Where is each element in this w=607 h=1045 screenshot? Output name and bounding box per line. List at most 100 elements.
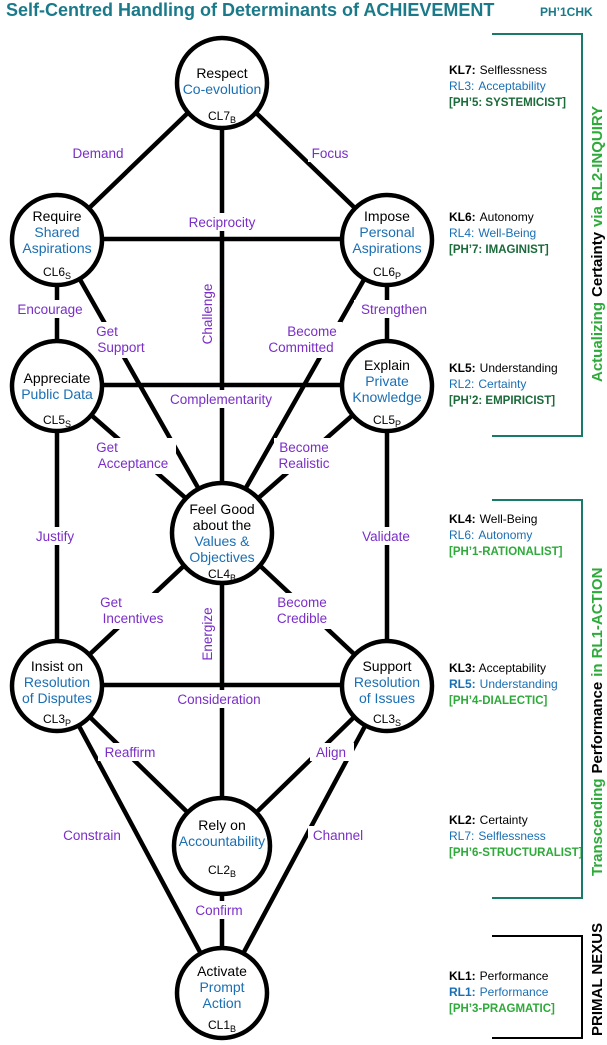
edge-label-justify: Justify bbox=[36, 529, 75, 544]
node-cl5p-line1: Explain bbox=[364, 357, 410, 373]
level-kl3-rl: RL5:Understanding bbox=[449, 677, 558, 691]
bracket-bottom bbox=[492, 935, 583, 1039]
level-kl7: KL7:Selflessness RL3:Acceptability [PH’5… bbox=[449, 63, 566, 109]
level-kl1: KL1:Performance RL1:Performance [PH’3-PR… bbox=[449, 969, 555, 1015]
node-cl4-line4: Objectives bbox=[189, 549, 254, 565]
node-cl6s: Require Shared Aspirations CL6S bbox=[9, 192, 105, 288]
node-cl2-line2: Accountability bbox=[179, 833, 265, 849]
edge-label-get-acceptance-1: Get bbox=[96, 440, 118, 455]
edge-label-reaffirm: Reaffirm bbox=[105, 745, 156, 760]
edge-label-channel: Channel bbox=[313, 828, 363, 843]
level-kl3-kl: KL3:Acceptability bbox=[449, 661, 546, 675]
side-label-top: ActualizingCertaintyviaRL2-INQUIRY bbox=[589, 106, 606, 382]
node-cl6p-code: CL6P bbox=[373, 265, 401, 281]
node-cl3s-line3: of Issues bbox=[359, 690, 415, 706]
edge-label-become-committed-2: Committed bbox=[268, 340, 333, 355]
node-cl3p-code: CL3P bbox=[43, 712, 71, 728]
node-cl5s-line1: Appreciate bbox=[24, 370, 91, 386]
node-cl1-line3: Action bbox=[203, 995, 242, 1011]
node-cl1-line1: Activate bbox=[197, 963, 247, 979]
level-kl6-rl: RL4:Well-Being bbox=[449, 226, 536, 240]
side-label-middle: TranscendingPerformanceinRL1-ACTION bbox=[589, 568, 606, 876]
level-kl1-rl: RL1:Performance bbox=[449, 985, 549, 999]
node-cl6p-line1: Impose bbox=[364, 208, 410, 224]
node-cl1-code: CL1B bbox=[208, 1018, 236, 1034]
node-cl2-code: CL2B bbox=[208, 863, 236, 879]
level-kl7-kl: KL7:Selflessness bbox=[449, 63, 547, 77]
node-cl6s-code: CL6S bbox=[43, 265, 71, 281]
node-cl5p: Explain Private Knowledge CL5P bbox=[339, 338, 435, 434]
edge-label-encourage: Encourage bbox=[17, 302, 82, 317]
node-cl4-line3: Values & bbox=[195, 533, 251, 549]
edge-label-become-realistic-1: Become bbox=[279, 440, 329, 455]
edge-label-complementarity: Complementarity bbox=[170, 392, 272, 407]
level-kl2: KL2:Certainty RL7:Selflessness [PH’6-STR… bbox=[449, 813, 583, 859]
bracket-middle bbox=[492, 499, 583, 899]
edge-label-get-support-2: Support bbox=[97, 340, 145, 355]
node-cl6s-line1: Require bbox=[32, 208, 81, 224]
edge-label-reciprocity: Reciprocity bbox=[189, 215, 256, 230]
node-cl3p: Insist on Resolution of Disputes CL3P bbox=[9, 638, 105, 734]
page-code: PH’1CHK bbox=[540, 5, 593, 19]
level-kl1-kl: KL1:Performance bbox=[449, 969, 549, 983]
level-kl5-kl: KL5:Understanding bbox=[449, 361, 558, 375]
level-kl6-ph: [PH’7: IMAGINIST] bbox=[449, 244, 549, 256]
node-cl3p-line1: Insist on bbox=[31, 658, 83, 674]
node-cl5s-code: CL5S bbox=[43, 413, 71, 429]
node-cl3s-line1: Support bbox=[362, 658, 411, 674]
level-kl3-ph: [PH’4-DIALECTIC] bbox=[449, 695, 548, 707]
node-cl5p-code: CL5P bbox=[373, 413, 401, 429]
edge-label-validate: Validate bbox=[362, 529, 410, 544]
edge-label-get-incentives-1: Get bbox=[100, 595, 122, 610]
node-cl2: Rely on Accountability CL2B bbox=[171, 795, 273, 897]
edge-label-become-committed-1: Become bbox=[287, 324, 337, 339]
edge-label-confirm: Confirm bbox=[195, 903, 242, 918]
edge-label-get-support-1: Get bbox=[96, 324, 118, 339]
level-kl7-ph: [PH’5: SYSTEMICIST] bbox=[449, 97, 566, 109]
edge-label-become-credible-1: Become bbox=[277, 595, 327, 610]
page-title: Self-Centred Handling of Determinants of… bbox=[6, 0, 494, 20]
node-cl7-code: CL7B bbox=[208, 109, 236, 125]
level-kl6-kl: KL6:Autonomy bbox=[449, 210, 534, 224]
edge-label-get-acceptance-2: Acceptance bbox=[98, 456, 169, 471]
edge-label-become-realistic-2: Realistic bbox=[278, 456, 329, 471]
level-kl1-ph: [PH’3-PRAGMATIC] bbox=[449, 1003, 555, 1015]
side-label-bottom: PRIMAL NEXUS bbox=[589, 923, 606, 1036]
node-cl2-line1: Rely on bbox=[198, 817, 245, 833]
level-kl2-kl: KL2:Certainty bbox=[449, 813, 528, 827]
edge-label-focus: Focus bbox=[312, 146, 349, 161]
node-cl6s-line3: Aspirations bbox=[22, 240, 91, 256]
node-cl5p-line3: Knowledge bbox=[352, 389, 421, 405]
node-cl5p-line2: Private bbox=[365, 373, 409, 389]
edge-label-strengthen: Strengthen bbox=[361, 302, 427, 317]
edge-label-constrain: Constrain bbox=[63, 828, 121, 843]
node-cl3p-line3: of Disputes bbox=[22, 690, 92, 706]
node-cl1-line2: Prompt bbox=[199, 979, 244, 995]
level-kl2-ph: [PH’6-STRUCTURALIST] bbox=[449, 847, 583, 859]
edge-label-demand: Demand bbox=[72, 146, 123, 161]
node-cl1: Activate Prompt Action CL1B bbox=[174, 945, 270, 1041]
node-cl5s: Appreciate Public Data CL5S bbox=[9, 338, 105, 434]
edge-label-consideration: Consideration bbox=[177, 692, 260, 707]
level-kl6: KL6:Autonomy RL4:Well-Being [PH’7: IMAGI… bbox=[449, 210, 549, 256]
edge-label-challenge: Challenge bbox=[200, 284, 215, 345]
bracket-top bbox=[492, 33, 583, 437]
node-cl5s-line2: Public Data bbox=[21, 386, 93, 402]
level-kl7-rl: RL3:Acceptability bbox=[449, 79, 546, 93]
level-kl4-kl: KL4:Well-Being bbox=[449, 512, 537, 526]
node-cl6p-line3: Aspirations bbox=[352, 240, 421, 256]
node-cl4-code: CL4B bbox=[208, 567, 236, 583]
node-cl6s-line2: Shared bbox=[34, 224, 79, 240]
node-cl3s-code: CL3S bbox=[373, 712, 401, 728]
node-cl3p-line2: Resolution bbox=[24, 674, 90, 690]
node-cl7: Respect Co-evolution CL7B bbox=[174, 35, 270, 131]
node-cl4-line1: Feel Good bbox=[189, 501, 254, 517]
edge-label-get-incentives-2: Incentives bbox=[103, 611, 164, 626]
edge-label-align: Align bbox=[316, 745, 346, 760]
node-cl7-line1: Respect bbox=[196, 65, 247, 81]
node-cl6p: Impose Personal Aspirations CL6P bbox=[339, 192, 435, 288]
level-kl4: KL4:Well-Being RL6:Autonomy [PH’1-RATION… bbox=[449, 512, 563, 558]
edge-label-become-credible-2: Credible bbox=[277, 611, 327, 626]
level-kl5-ph: [PH’2: EMPIRICIST] bbox=[449, 395, 555, 407]
